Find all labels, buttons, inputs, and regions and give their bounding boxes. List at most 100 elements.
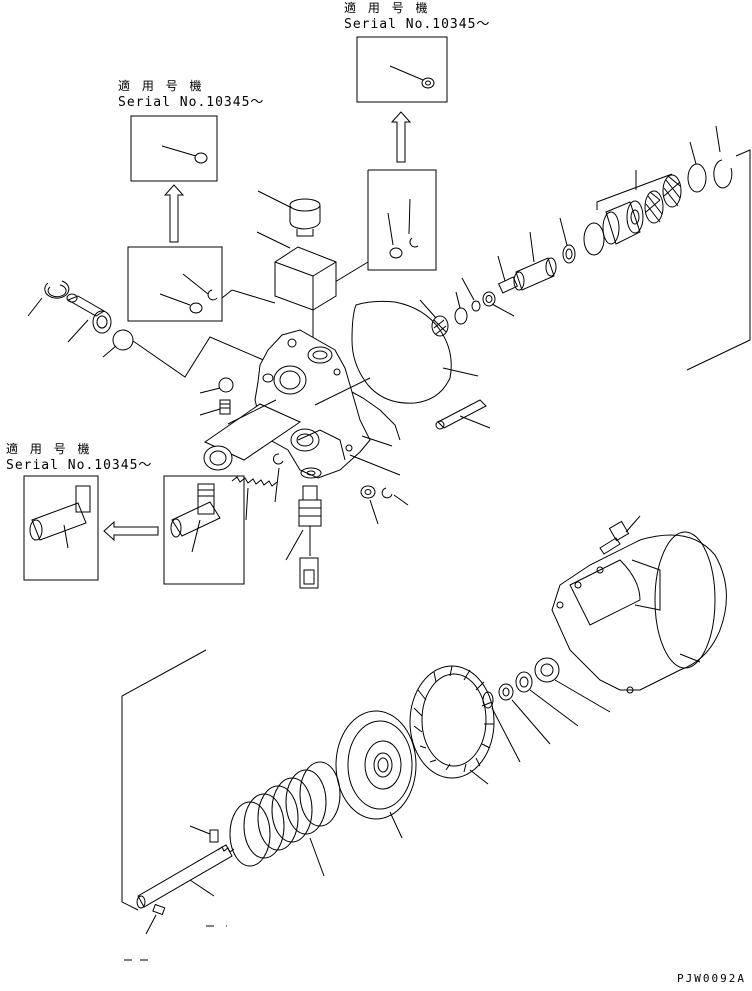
leader-line xyxy=(28,298,42,316)
leader-line xyxy=(456,292,460,308)
snap-ring-right xyxy=(714,126,732,188)
plug-small xyxy=(200,400,230,415)
washer-below-body xyxy=(301,468,321,478)
poppet xyxy=(498,256,517,293)
leader-line xyxy=(390,812,402,838)
leader-line xyxy=(258,191,292,208)
valve-body xyxy=(204,330,400,478)
inset-top-nut xyxy=(357,37,447,102)
leader-line xyxy=(420,300,436,318)
link-line xyxy=(133,337,275,377)
hex-nut-large xyxy=(535,658,610,712)
leader-line xyxy=(512,700,550,744)
leader-line xyxy=(160,294,190,305)
leader-line xyxy=(492,304,514,316)
pin-top xyxy=(190,826,218,842)
sleeve xyxy=(514,232,556,290)
housing xyxy=(552,532,726,693)
oring-small xyxy=(455,292,467,324)
leader-line xyxy=(146,915,156,934)
leader-line xyxy=(310,838,324,876)
serial-label-left: Serial No.10345～ xyxy=(118,95,265,110)
leader-line xyxy=(275,468,279,502)
leader-line xyxy=(246,488,248,520)
source-box-top xyxy=(330,170,436,285)
leader-line xyxy=(362,436,392,446)
source-box-side xyxy=(164,476,244,584)
pressure-switch xyxy=(286,486,321,588)
ball-left xyxy=(103,330,275,377)
snap-ring-left xyxy=(28,281,69,316)
leader-line xyxy=(103,346,116,357)
filter-pair xyxy=(597,170,681,223)
pin-bottom xyxy=(146,904,165,934)
leader-line xyxy=(555,680,610,712)
snap-ring-small xyxy=(273,454,283,502)
link-line xyxy=(350,455,400,475)
leader-line xyxy=(200,409,220,415)
small-ball xyxy=(200,378,233,393)
oring-large xyxy=(584,223,604,255)
arrow-up-top xyxy=(392,112,410,162)
leader-line xyxy=(460,416,490,428)
washer-icon xyxy=(208,290,217,300)
leader-line xyxy=(443,368,478,376)
leader-line xyxy=(192,520,200,552)
leader-line xyxy=(492,708,520,762)
inset-box-left xyxy=(131,116,217,181)
leader-line xyxy=(162,146,196,156)
inset-box-top xyxy=(357,37,447,102)
arrow-left-side xyxy=(104,522,158,540)
washer-right xyxy=(382,488,408,505)
coil-spring xyxy=(230,762,340,876)
inset-left-nut xyxy=(131,116,217,181)
leader-line xyxy=(470,770,488,784)
serial-label-side: Serial No.10345～ xyxy=(6,458,153,473)
spool-spring xyxy=(232,477,277,520)
bolt xyxy=(600,516,640,554)
drawing-code: PJW0092A xyxy=(677,972,746,985)
leader-line xyxy=(626,516,640,532)
washer-icon xyxy=(410,238,418,247)
seal-ring xyxy=(560,218,575,263)
washer-mid xyxy=(499,684,550,744)
leader-line xyxy=(394,495,408,505)
friction-disc xyxy=(410,666,494,784)
nut-right xyxy=(361,486,378,524)
poppet-seat xyxy=(483,292,514,316)
diaphragm xyxy=(352,301,478,403)
leader-line xyxy=(64,525,68,548)
arrow-up-left xyxy=(165,185,183,242)
leader-line xyxy=(183,274,208,294)
breather-cap xyxy=(258,191,320,236)
rod xyxy=(137,845,234,908)
nut-icon xyxy=(390,248,402,258)
applicable-label-side: 適 用 号 機 xyxy=(6,442,94,456)
leader-line xyxy=(680,654,700,662)
leader-line xyxy=(68,320,88,342)
source-box-left xyxy=(128,247,275,321)
leader-line xyxy=(200,388,220,393)
piston xyxy=(603,201,643,244)
pin-left xyxy=(67,294,111,342)
leader-line xyxy=(530,232,534,262)
spacer-ring xyxy=(688,142,706,192)
applicable-label-left: 適 用 号 機 xyxy=(118,79,206,93)
leader-line xyxy=(690,142,696,164)
nut-icon xyxy=(422,78,434,88)
filter-small xyxy=(420,300,448,336)
pressure-plate xyxy=(336,711,416,838)
applicable-label-top: 適 用 号 機 xyxy=(344,1,432,15)
bracket xyxy=(257,232,336,345)
right-boundary-line xyxy=(687,150,750,370)
nut-icon xyxy=(190,303,202,313)
leader-line xyxy=(530,690,578,726)
serial-label-top: Serial No.10345～ xyxy=(344,17,491,32)
dash-marks xyxy=(124,926,227,960)
leader-line xyxy=(409,199,410,234)
leader-line xyxy=(370,500,378,524)
leader-line xyxy=(315,378,370,405)
leader-line xyxy=(390,66,423,80)
lower-boundary-line xyxy=(122,650,206,910)
